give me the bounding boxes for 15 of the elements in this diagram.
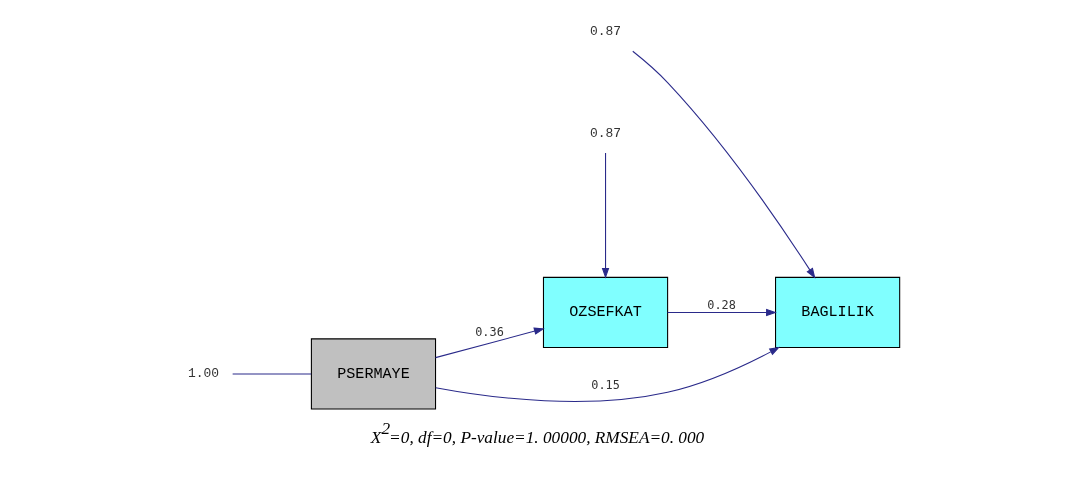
arrow	[435, 327, 545, 359]
node-text: 0.87	[590, 24, 622, 40]
node-box: OZSEFKAT	[542, 276, 669, 349]
node-text: 1.00	[187, 366, 219, 382]
arrow	[632, 50, 816, 279]
edge-label: 0.36	[475, 324, 504, 339]
arrow	[601, 152, 610, 279]
node-box: PSERMAYE	[310, 338, 437, 410]
edge-label: 0.15	[591, 377, 620, 392]
arrow	[667, 308, 777, 317]
connector	[232, 373, 312, 375]
edge-label: 0.28	[707, 297, 736, 312]
node-box: BAGLILIK	[775, 276, 901, 349]
arrow	[435, 346, 781, 402]
node-text: 0.87	[590, 125, 622, 141]
